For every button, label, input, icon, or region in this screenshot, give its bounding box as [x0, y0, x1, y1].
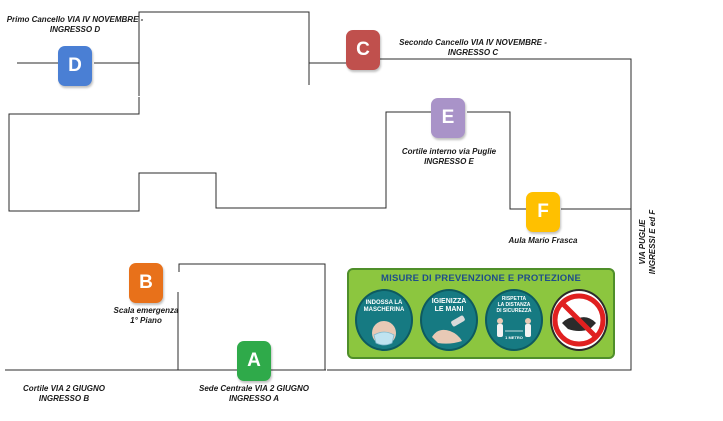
- measure-mask-line2: MASCHERINA: [363, 306, 405, 313]
- via-puglie-label: VIA PUGLIE INGRESSI E ed F: [638, 202, 658, 282]
- wall-lower-block: [178, 263, 326, 370]
- entrance-f-marker: F: [526, 192, 560, 232]
- entrance-c-label: Secondo Cancello VIA IV NOVEMBRE - INGRE…: [398, 38, 548, 58]
- mask-icon: [372, 321, 396, 346]
- wall-upper-block: [138, 11, 310, 96]
- entrance-a-label: Sede Centrale VIA 2 GIUGNO INGRESSO A: [192, 384, 316, 404]
- measure-sanitize: IGIENIZZA LE MANI: [420, 289, 478, 351]
- entrance-f-label: Aula Mario Frasca: [500, 236, 586, 246]
- via-puglie-label-line1: VIA PUGLIE: [638, 219, 647, 265]
- cortile-label-line2: INGRESSO B: [38, 394, 90, 403]
- measure-mask-line1: INDOSSA LA: [365, 300, 403, 306]
- building-outline: [5, 11, 632, 371]
- hand-sanitizer-icon: [432, 315, 465, 344]
- entrance-a-marker: A: [237, 341, 271, 381]
- entrance-d-label-line1: Primo Cancello VIA IV NOVEMBRE -: [6, 15, 144, 24]
- entrance-a-label-line1: Sede Centrale VIA 2 GIUGNO: [199, 384, 309, 393]
- measure-distance-line3: DI SICUREZZA: [496, 307, 532, 314]
- prevention-measures-board: MISURE DI PREVENZIONE E PROTEZIONE INDOS…: [347, 268, 615, 359]
- entrance-f-label-line1: Aula Mario Frasca: [508, 236, 578, 245]
- entrance-d-label: Primo Cancello VIA IV NOVEMBRE - INGRESS…: [4, 15, 146, 35]
- entrance-b-label-line2: 1° Piano: [130, 316, 162, 325]
- measure-no-handshake: [550, 289, 608, 351]
- wall-middle-block: [8, 97, 431, 212]
- entrance-e-label-line1: Cortile interno via Puglie: [401, 147, 497, 156]
- no-handshake-icon: [552, 293, 606, 347]
- measure-distance: RISPETTA LA DISTANZA DI SICUREZZA 1 METR…: [485, 289, 543, 351]
- entrance-c-label-line1: Secondo Cancello VIA IV NOVEMBRE -: [399, 38, 547, 47]
- entrance-b-marker: B: [129, 263, 163, 303]
- measure-mask: INDOSSA LA MASCHERINA: [355, 289, 413, 351]
- distance-caption: 1 METRO: [505, 335, 523, 340]
- entrance-c-label-line2: INGRESSO C: [447, 48, 499, 57]
- entrance-b-label: Scala emergenza 1° Piano: [104, 306, 188, 326]
- entrance-e-label-line2: INGRESSO E: [424, 157, 474, 166]
- entrance-b-label-line1: Scala emergenza: [113, 306, 179, 315]
- via-puglie-label-line2: INGRESSI E ed F: [648, 209, 657, 275]
- cortile-label-line1: Cortile VIA 2 GIUGNO: [23, 384, 105, 393]
- board-title: MISURE DI PREVENZIONE E PROTEZIONE: [381, 273, 581, 284]
- measure-distance-line1: RISPETTA: [501, 296, 527, 302]
- measure-distance-line2: LA DISTANZA: [497, 301, 531, 308]
- entrance-a-label-line2: INGRESSO A: [229, 394, 279, 403]
- entrance-e-marker: E: [431, 98, 465, 138]
- cortile-label: Cortile VIA 2 GIUGNO INGRESSO B: [14, 384, 114, 404]
- distance-icon: [497, 318, 531, 337]
- entrance-c-marker: C: [346, 30, 380, 70]
- entrance-d-label-line2: INGRESSO D: [49, 25, 101, 34]
- wall-right-top: [327, 58, 632, 371]
- entrance-d-marker: D: [58, 46, 92, 86]
- wall-e-right: [467, 111, 526, 210]
- entrance-e-label: Cortile interno via Puglie INGRESSO E: [389, 147, 509, 167]
- measure-sanitize-line1: IGIENIZZA: [431, 298, 467, 305]
- measure-sanitize-line2: LE MANI: [434, 306, 464, 314]
